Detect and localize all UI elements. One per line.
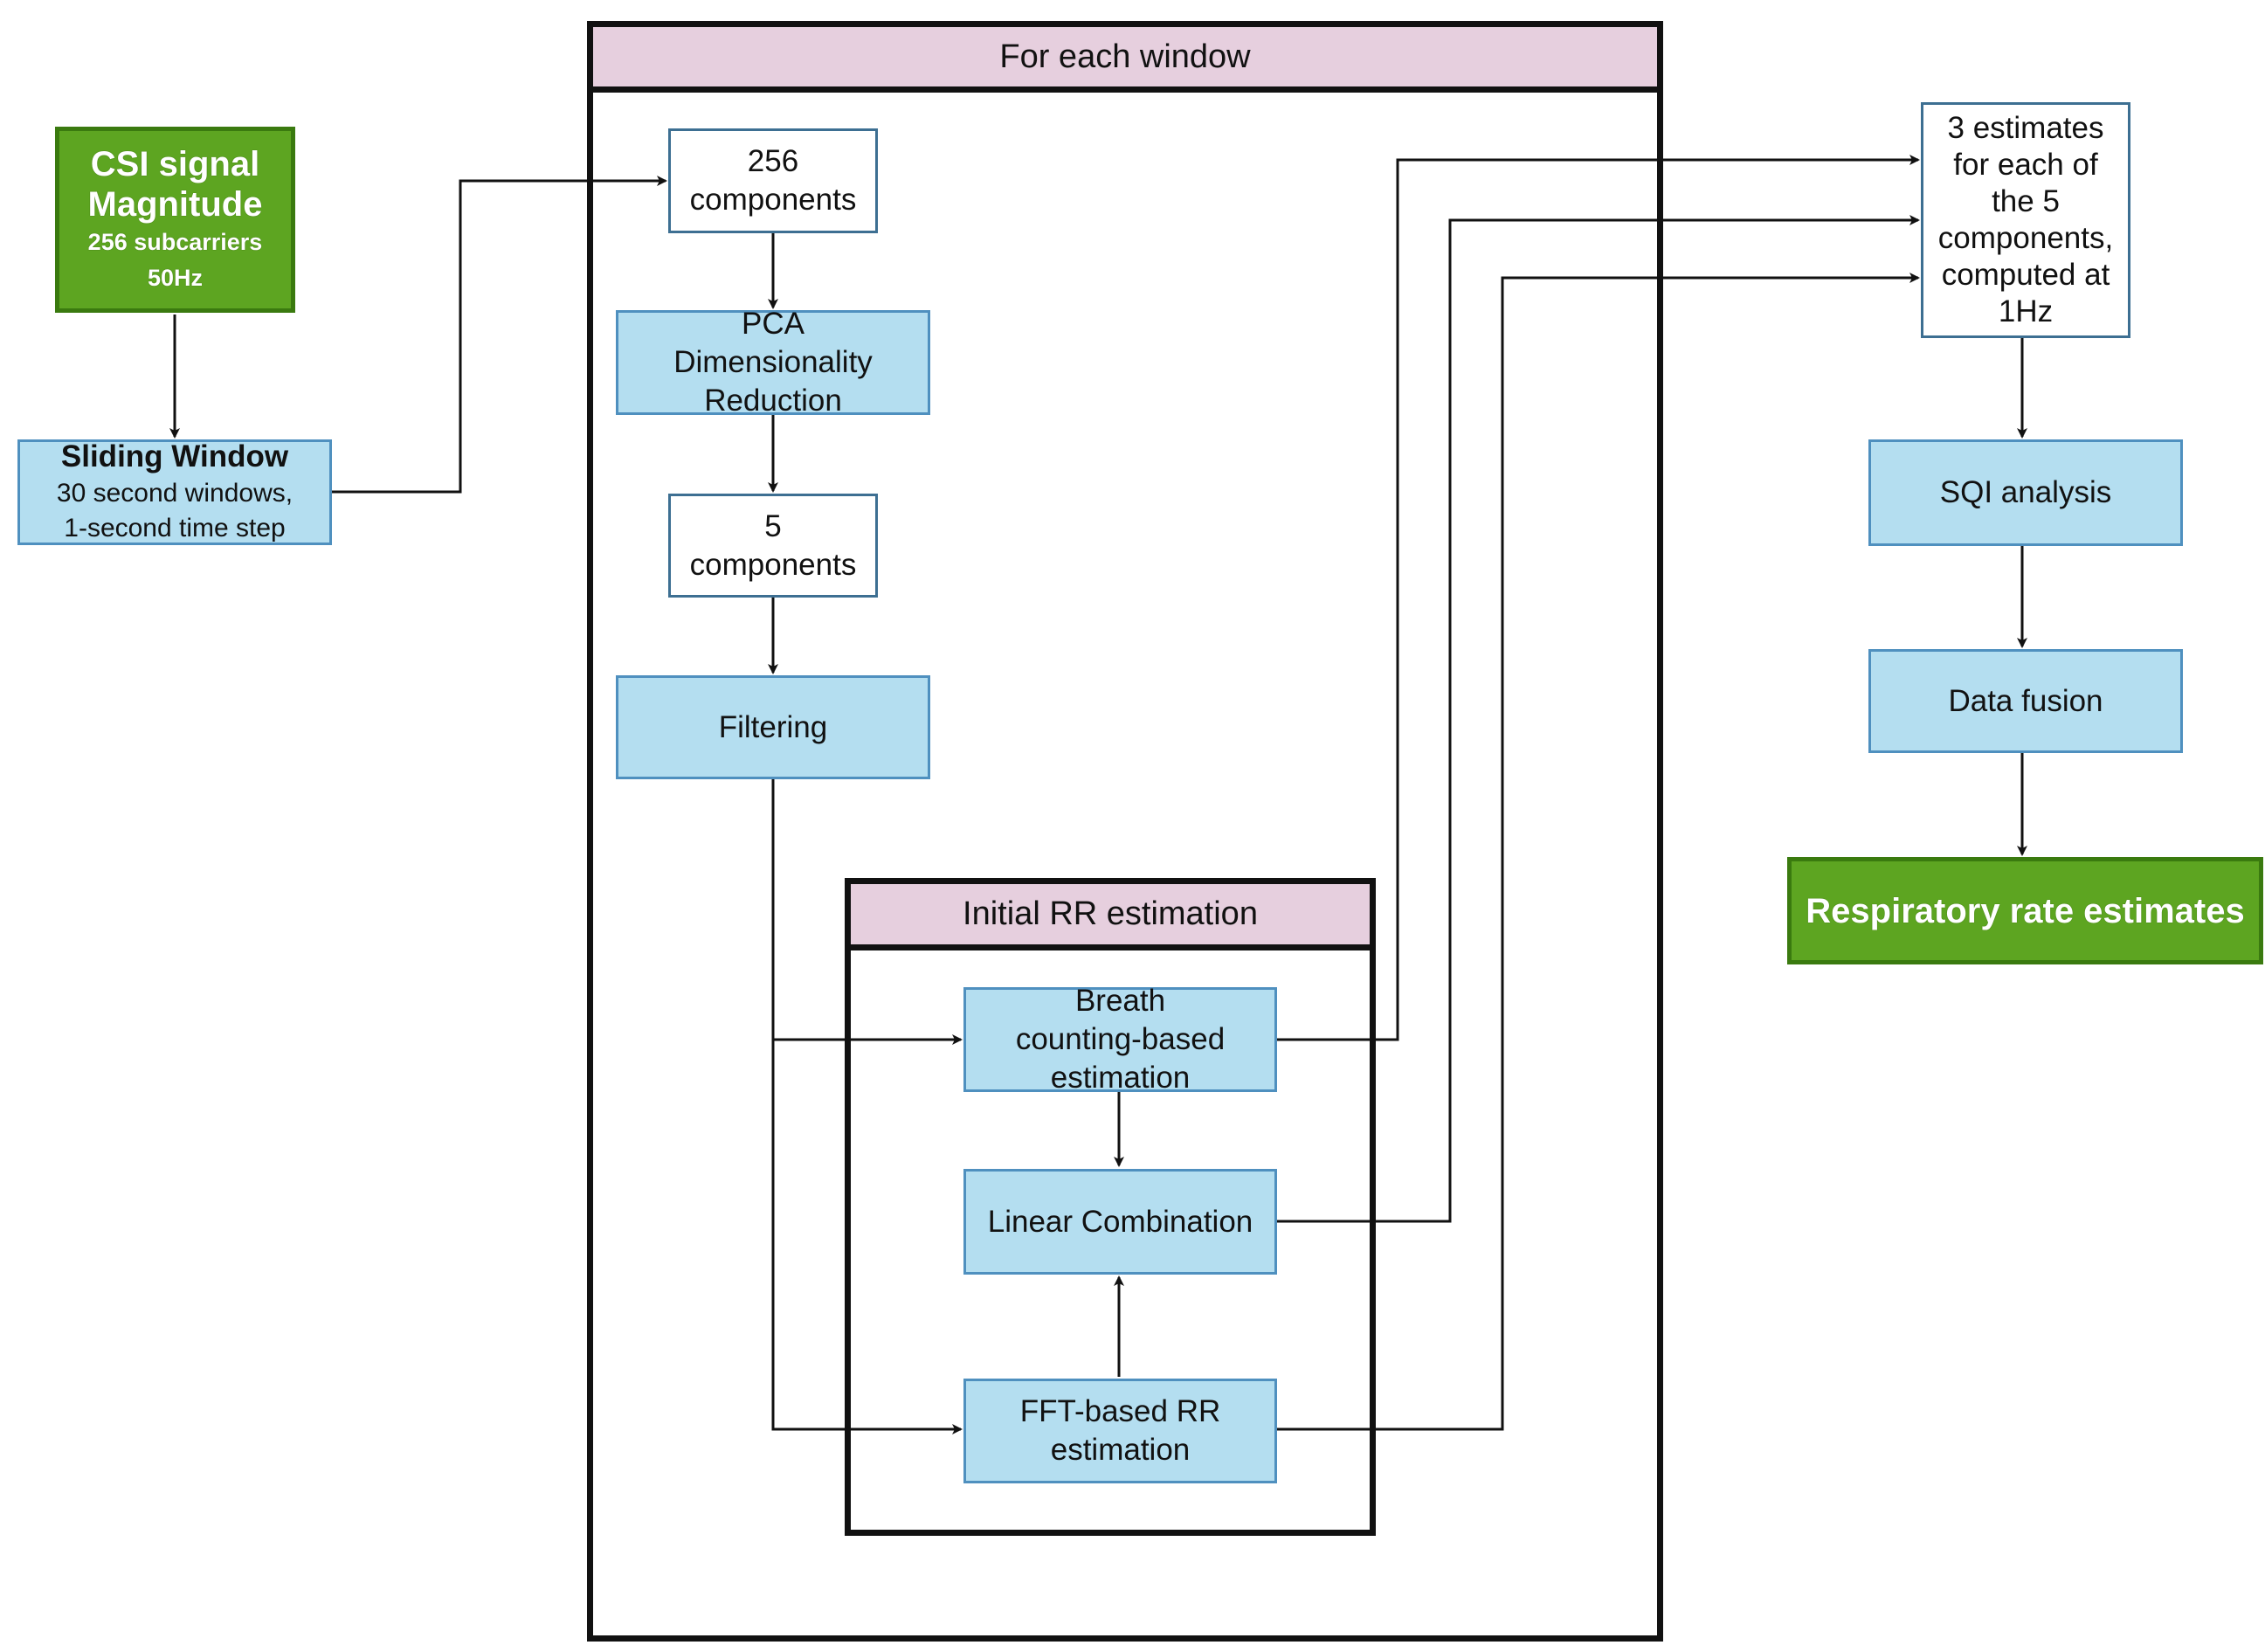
arrow-filtering-to-breath xyxy=(771,779,963,1045)
pca-node: PCA Dimensionality Reduction xyxy=(616,307,930,418)
for-each-window-header: For each window xyxy=(593,27,1657,93)
sqi-analysis-node: SQI analysis xyxy=(1868,439,2183,546)
components-5-line1: 5 xyxy=(764,508,782,543)
estimates-line2: for each of xyxy=(1953,148,2098,182)
respiratory-rate-label: Respiratory rate estimates xyxy=(1806,891,2245,930)
csi-signal-node: CSI signal Magnitude 256 subcarriers 50H… xyxy=(55,127,295,313)
csi-subcarriers: 256 subcarriers xyxy=(87,229,263,255)
sliding-window-title: Sliding Window xyxy=(60,439,289,474)
components-256-node: 256 components xyxy=(668,128,878,233)
breath-line2: counting-based xyxy=(1015,1022,1226,1057)
breath-line1: Breath xyxy=(1074,984,1166,1019)
data-fusion-label: Data fusion xyxy=(1948,683,2103,718)
estimates-node: 3 estimates for each of the 5 components… xyxy=(1921,102,2130,338)
estimates-line6: 1Hz xyxy=(1998,294,2054,328)
arrow-fft-to-estimates xyxy=(1277,273,1920,1431)
fft-line1: FFT-based RR xyxy=(1019,1394,1221,1429)
components-256-line1: 256 xyxy=(747,144,799,179)
estimates-line1: 3 estimates xyxy=(1947,111,2104,145)
components-5-line2: components xyxy=(689,547,857,582)
initial-rr-estimation-label: Initial RR estimation xyxy=(963,895,1258,932)
data-fusion-node: Data fusion xyxy=(1868,649,2183,753)
csi-rate: 50Hz xyxy=(147,264,204,291)
arrow-linear-to-estimates xyxy=(1277,215,1920,1223)
csi-title-2: Magnitude xyxy=(87,185,263,224)
filtering-label: Filtering xyxy=(718,709,828,744)
for-each-window-label: For each window xyxy=(999,38,1251,75)
initial-rr-estimation-frame: Initial RR estimation xyxy=(845,878,1376,1536)
linear-combination-label: Linear Combination xyxy=(987,1204,1253,1239)
estimates-line3: the 5 xyxy=(1992,184,2060,218)
breath-line3: estimation xyxy=(1050,1060,1191,1095)
arrow-filtering-to-fft xyxy=(771,1040,963,1434)
arrow-sliding-to-256 xyxy=(332,176,667,494)
sliding-window-line2: 1-second time step xyxy=(64,514,286,543)
for-each-window-frame: For each window xyxy=(587,21,1663,1642)
filtering-node: Filtering xyxy=(616,675,930,779)
sliding-window-line1: 30 second windows, xyxy=(56,478,293,508)
pca-line2: Dimensionality xyxy=(673,345,873,380)
fft-estimation-node: FFT-based RR estimation xyxy=(963,1379,1277,1483)
components-256-line2: components xyxy=(689,183,857,217)
breath-counting-node: Breath counting-based estimation xyxy=(963,984,1277,1095)
fft-line2: estimation xyxy=(1050,1433,1191,1467)
initial-rr-estimation-header: Initial RR estimation xyxy=(851,884,1370,950)
linear-combination-node: Linear Combination xyxy=(963,1169,1277,1275)
sqi-analysis-label: SQI analysis xyxy=(1939,475,2112,510)
respiratory-rate-node: Respiratory rate estimates xyxy=(1787,857,2263,964)
estimates-line5: computed at xyxy=(1941,258,2110,292)
csi-title: CSI signal xyxy=(90,145,260,183)
components-5-node: 5 components xyxy=(668,494,878,598)
pca-line1: PCA xyxy=(742,307,804,342)
estimates-line4: components, xyxy=(1937,221,2114,255)
pca-line3: Reduction xyxy=(704,383,842,418)
arrow-breath-to-estimates xyxy=(1277,155,1920,1041)
sliding-window-node: Sliding Window 30 second windows, 1-seco… xyxy=(17,439,332,545)
